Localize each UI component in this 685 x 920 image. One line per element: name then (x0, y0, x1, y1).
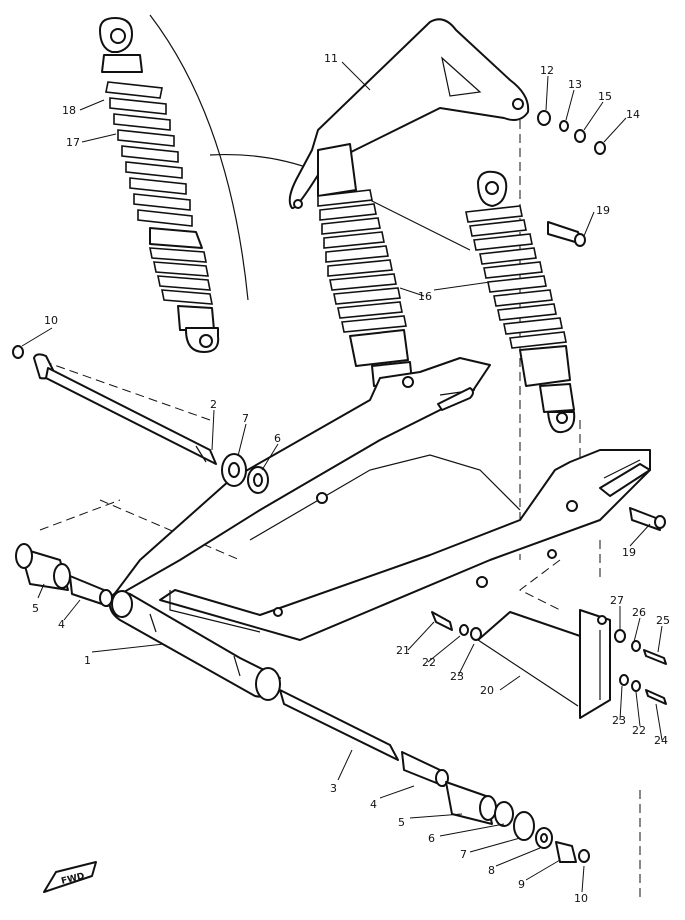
label-part-5-left: 5 (32, 602, 39, 615)
label-part-27: 27 (610, 594, 624, 607)
label-part-1: 1 (84, 654, 91, 667)
label-part-22-left: 22 (422, 656, 436, 669)
label-part-4-right: 4 (370, 798, 377, 811)
label-part-5-right: 5 (398, 816, 405, 829)
label-part-15: 15 (598, 90, 612, 103)
callout-labels: 1 2 3 4 4 5 5 6 6 7 7 8 9 10 10 11 12 13… (32, 52, 670, 905)
washers-6-7-upper (221, 453, 269, 494)
collar-4-right (401, 751, 449, 787)
label-part-12: 12 (540, 64, 554, 77)
label-part-18: 18 (62, 104, 76, 117)
bushing-5-right (445, 781, 497, 825)
label-part-7-upper: 7 (242, 412, 249, 425)
pivot-shaft-3 (279, 689, 399, 761)
label-part-16: 16 (418, 290, 432, 303)
label-part-26: 26 (632, 606, 646, 619)
label-part-8: 8 (488, 864, 495, 877)
leader-lines (21, 61, 663, 893)
label-part-19-upper: 19 (596, 204, 610, 217)
label-part-14: 14 (626, 108, 640, 121)
shock-absorber-17 (99, 17, 220, 353)
label-part-10-lower: 10 (574, 892, 588, 905)
hardware-21-27 (431, 611, 667, 705)
label-part-23-left: 23 (450, 670, 464, 683)
label-part-19-lower: 19 (622, 546, 636, 559)
bolt-19-lower (629, 507, 666, 531)
label-part-20: 20 (480, 684, 494, 697)
label-part-21: 21 (396, 644, 410, 657)
swing-arm (109, 357, 651, 641)
label-part-9: 9 (518, 878, 525, 891)
shock-absorber-16-right (465, 170, 576, 434)
label-part-6-upper: 6 (274, 432, 281, 445)
label-part-23-right: 23 (612, 714, 626, 727)
label-part-7-lower: 7 (460, 848, 467, 861)
label-part-6-lower: 6 (428, 832, 435, 845)
label-part-13: 13 (568, 78, 582, 91)
label-part-25: 25 (656, 614, 670, 627)
label-part-22-right: 22 (632, 724, 646, 737)
label-part-24: 24 (654, 734, 668, 747)
label-part-2: 2 (210, 398, 217, 411)
label-part-11: 11 (324, 52, 338, 65)
pivot-tube-1 (108, 590, 281, 701)
front-direction-arrow: FWD (43, 861, 97, 893)
chain-guard-20 (477, 609, 611, 719)
bushing-5-left (15, 543, 71, 591)
label-part-10-upper: 10 (44, 314, 58, 327)
label-part-4-left: 4 (58, 618, 65, 631)
hardware-12-15 (537, 110, 606, 155)
collar-4-left (69, 575, 113, 607)
shock-absorber-16-center (317, 143, 413, 387)
pivot-bolt-2 (33, 353, 217, 465)
label-part-3: 3 (330, 782, 337, 795)
label-part-17: 17 (66, 136, 80, 149)
shock-mount-bracket-11 (288, 18, 530, 210)
bolt-19-upper (547, 221, 586, 247)
nut-10-upper (12, 345, 24, 359)
washers-right (494, 801, 590, 863)
